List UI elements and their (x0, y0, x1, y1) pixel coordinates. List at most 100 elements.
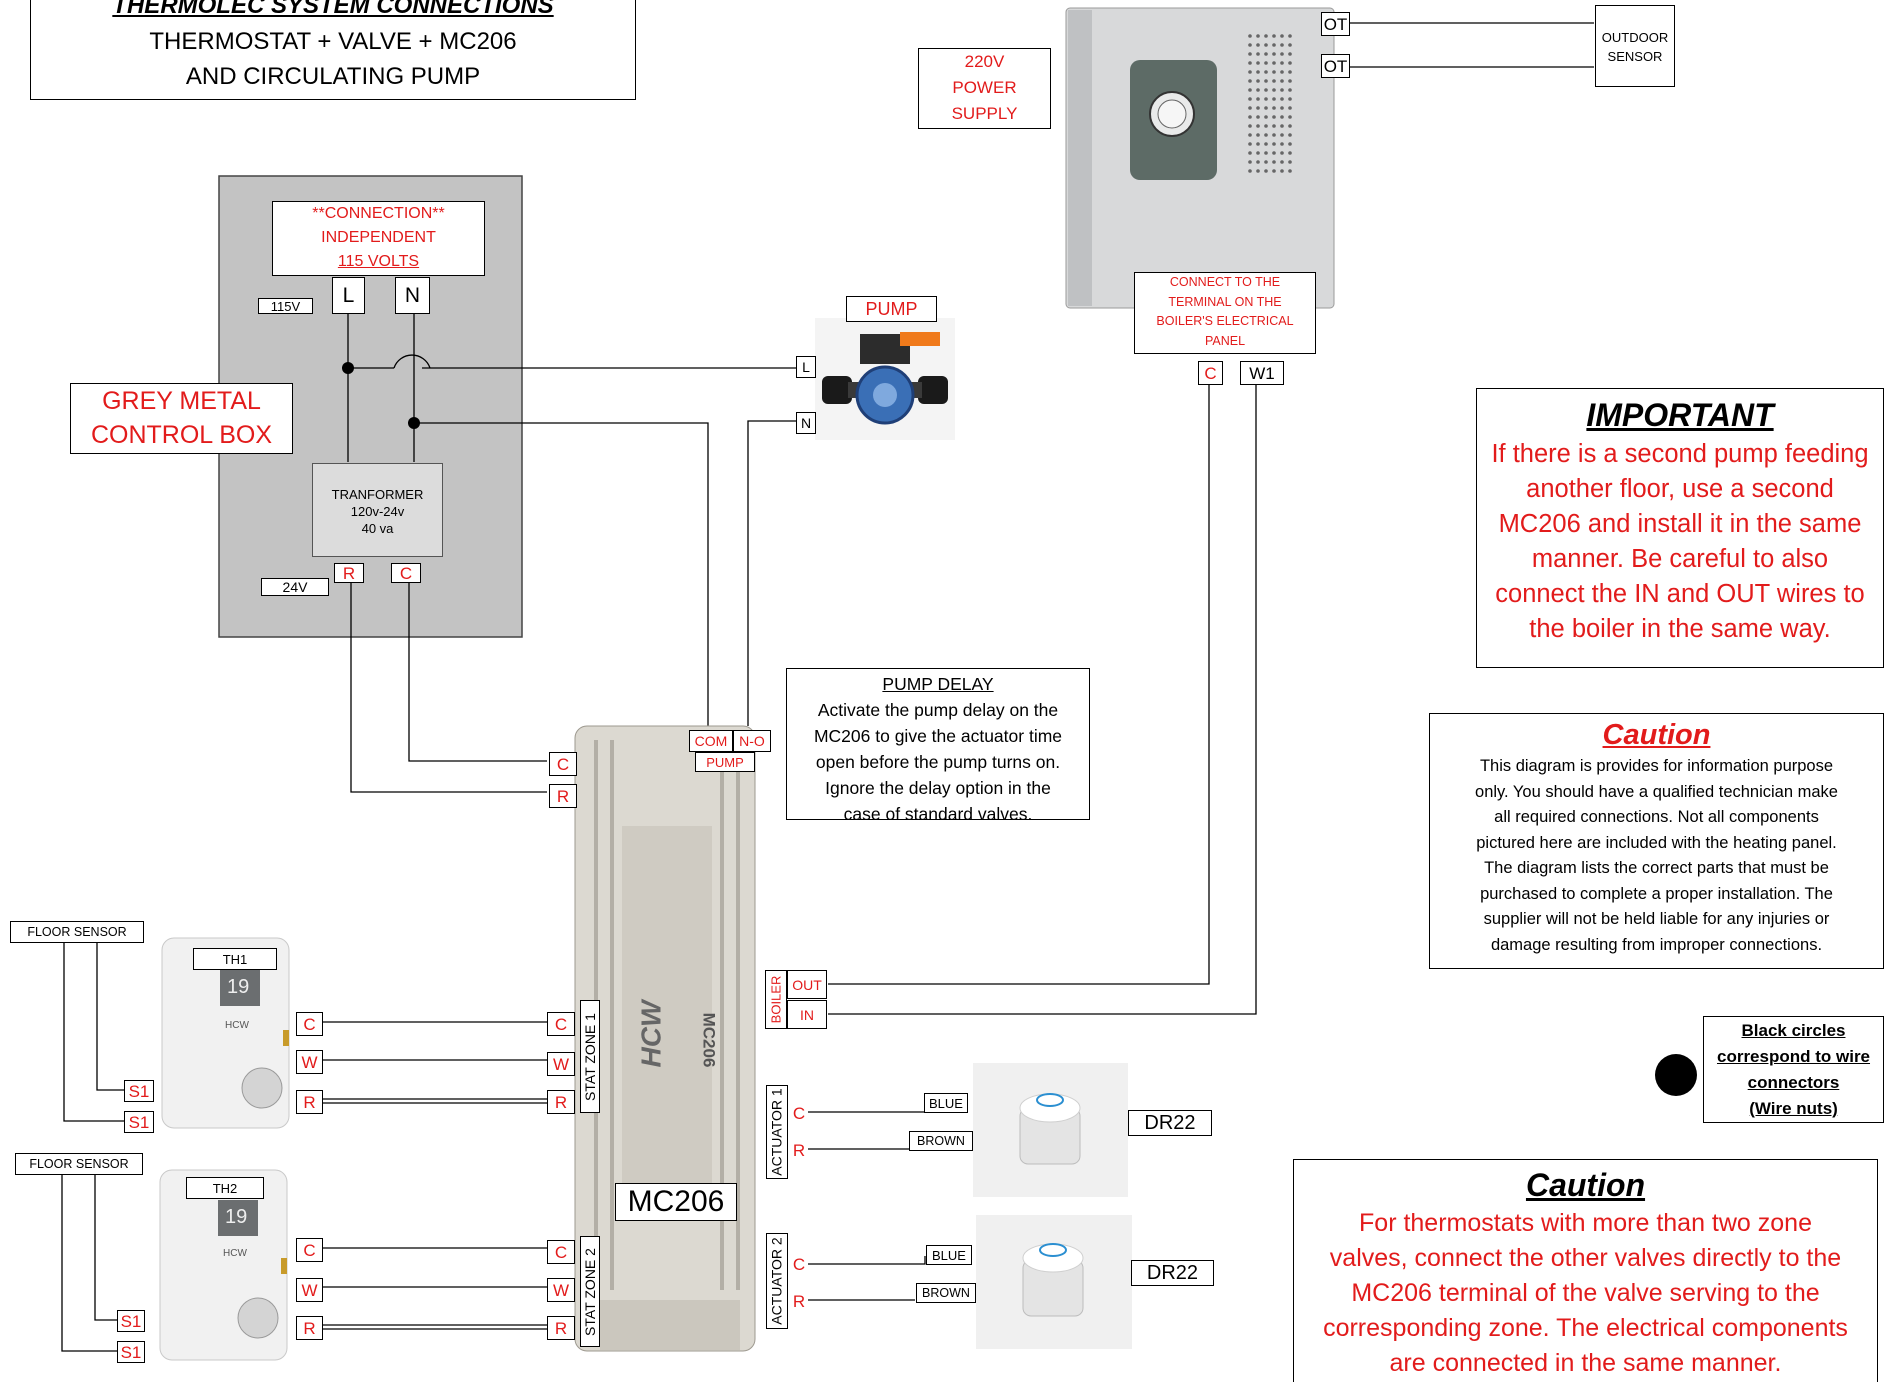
grille-dot (1256, 61, 1260, 65)
mc206-a2-c: C (792, 1254, 806, 1274)
grille-dot (1288, 142, 1292, 146)
grille-dot (1272, 34, 1276, 38)
grille-dot (1280, 142, 1284, 146)
label-115v: 115V (258, 298, 313, 314)
grille-dot (1272, 142, 1276, 146)
transformer-line-3: 40 va (361, 521, 394, 536)
grille-dot (1264, 160, 1268, 164)
grille-dot (1256, 160, 1260, 164)
grille-dot (1272, 61, 1276, 65)
grille-dot (1264, 133, 1268, 137)
grille-dot (1256, 133, 1260, 137)
grille-dot (1280, 160, 1284, 164)
th2-display: 19 (225, 1206, 248, 1228)
grille-dot (1280, 97, 1284, 101)
grille-dot (1264, 151, 1268, 155)
grille-dot (1288, 124, 1292, 128)
grille-dot (1264, 88, 1268, 92)
grille-dot (1248, 133, 1252, 137)
boiler-ot-2: OT (1321, 54, 1350, 78)
grille-dot (1264, 34, 1268, 38)
caution-1-title: Caution (1602, 719, 1711, 751)
grille-dot (1272, 97, 1276, 101)
th2-s1-a: S1 (117, 1310, 145, 1332)
wire-n-to-com (414, 422, 709, 726)
wire-nut-n (408, 417, 420, 429)
important-line-2: another floor, use a second (1526, 475, 1834, 503)
grille-dot (1248, 106, 1252, 110)
grille-dot (1248, 169, 1252, 173)
grille-dot (1264, 52, 1268, 56)
grille-dot (1288, 61, 1292, 65)
pump-delay-note: PUMP DELAY Activate the pump delay on th… (786, 668, 1090, 824)
wire-fs1-b (63, 942, 126, 1122)
important-line-3: MC206 and install it in the same (1498, 510, 1862, 538)
transformer-line-1: TRANFORMER (331, 487, 424, 502)
thermostat-1-image (161, 937, 290, 1129)
control-box-label-1: GREY METAL (102, 387, 261, 415)
grille-dot (1280, 43, 1284, 47)
diagram-title: THERMOLEC SYSTEM CONNECTIONS (112, 0, 554, 19)
power-supply-label: 220V POWER SUPPLY (918, 48, 1051, 129)
grille-dot (1264, 97, 1268, 101)
grille-dot (1288, 115, 1292, 119)
grille-dot (1280, 151, 1284, 155)
th1-label: TH1 (193, 948, 277, 970)
grille-dot (1280, 70, 1284, 74)
header-line-1: THERMOSTAT + VALVE + MC206 (149, 28, 517, 55)
grille-dot (1264, 43, 1268, 47)
power-line-2: POWER (952, 78, 1017, 97)
th2-brand: HCW (223, 1248, 247, 1259)
mc206-c: C (549, 752, 577, 776)
power-line-3: SUPPLY (951, 104, 1018, 123)
grille-dot (1280, 124, 1284, 128)
connection-line-2: INDEPENDENT (321, 229, 436, 246)
grille-dot (1280, 133, 1284, 137)
pump-n: N (796, 412, 816, 434)
grille-dot (1280, 88, 1284, 92)
actuator-1-name: DR22 (1128, 1110, 1212, 1136)
wire-c (408, 582, 547, 762)
th2-w: W (296, 1278, 323, 1302)
grille-dot (1256, 169, 1260, 173)
legend-line-4: (Wire nuts) (1749, 1099, 1838, 1118)
th1-r: R (296, 1090, 323, 1114)
important-title: IMPORTANT (1586, 397, 1774, 433)
mc206-in: IN (787, 1000, 827, 1029)
caution-1-line-8: damage resulting from improper connectio… (1490, 935, 1823, 954)
grille-dot (1272, 124, 1276, 128)
grille-dot (1288, 88, 1292, 92)
actuator-2-image (976, 1215, 1132, 1349)
wire-boiler-out (828, 380, 1210, 985)
grey-metal-control-box-label: GREY METAL CONTROL BOX (70, 383, 293, 454)
grille-dot (1256, 79, 1260, 83)
transformer-line-2: 120v-24v (350, 504, 405, 519)
stat-zone-1-label: STAT ZONE 1 (580, 1000, 600, 1113)
connection-label: **CONNECTION** INDEPENDENT 115 VOLTS (272, 201, 485, 276)
caution-1-line-3: all required connections. Not all compon… (1494, 808, 1819, 826)
power-line-1: 220V (964, 52, 1005, 71)
grille-dot (1288, 160, 1292, 164)
terminal-l: L (332, 277, 365, 314)
grille-dot (1272, 151, 1276, 155)
caution-2-body: For thermostats with more than two zone … (1294, 1206, 1877, 1381)
grille-dot (1264, 115, 1268, 119)
grille-dot (1280, 34, 1284, 38)
pump-delay-line-5: case of standard valves. (843, 804, 1033, 824)
mc206-no: N-O (733, 730, 771, 752)
th1-brand: HCW (225, 1020, 249, 1031)
label-24v: 24V (261, 578, 329, 596)
wire-nut-legend: Black circles correspond to wire connect… (1703, 1016, 1884, 1123)
grille-dot (1264, 106, 1268, 110)
pump-delay-line-3: open before the pump turns on. (815, 752, 1061, 772)
grille-dot (1272, 79, 1276, 83)
grille-dot (1248, 43, 1252, 47)
caution-1-line-2: only. You should have a qualified techni… (1475, 782, 1838, 801)
caution-note-1: Caution This diagram is provides for inf… (1429, 713, 1884, 969)
boiler-c: C (1198, 361, 1223, 385)
grille-dot (1248, 124, 1252, 128)
grille-dot (1264, 124, 1268, 128)
wire-nut-l (342, 362, 354, 374)
boiler-terminal-note: CONNECT TO THE TERMINAL ON THE BOILER'S … (1134, 272, 1316, 354)
grille-dot (1256, 115, 1260, 119)
